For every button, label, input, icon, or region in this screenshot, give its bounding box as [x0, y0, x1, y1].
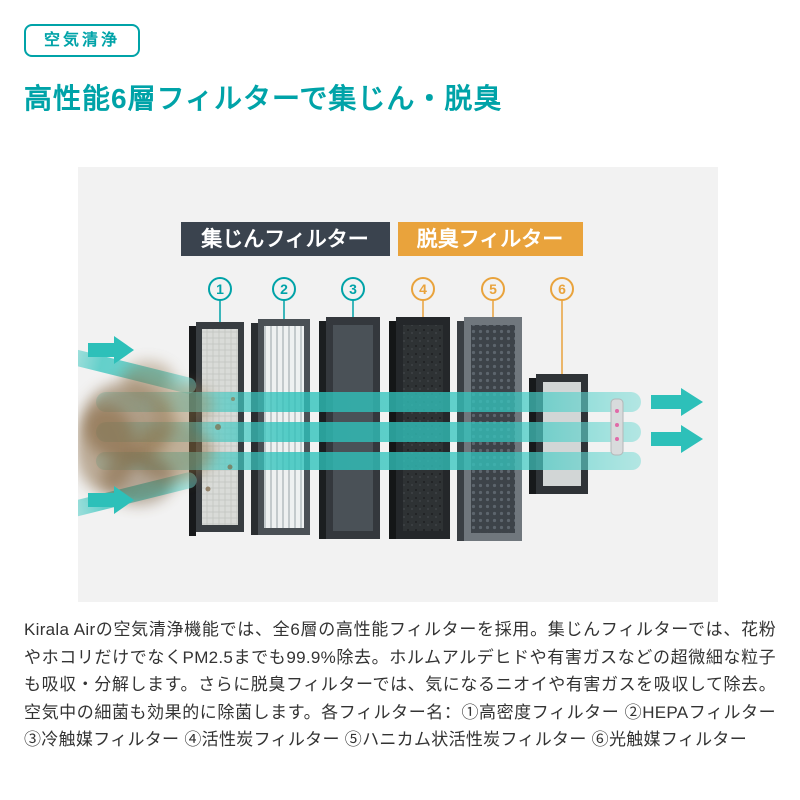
svg-text:2: 2	[280, 281, 288, 297]
airflow-stream-middle	[96, 422, 641, 443]
filter-number-6: 6	[550, 277, 574, 375]
svg-text:1: 1	[216, 281, 224, 297]
filter-number-3: 3	[341, 277, 365, 318]
ion-emitter	[610, 398, 624, 456]
outlet-arrow-top	[651, 388, 703, 417]
category-badge: 空気清浄	[24, 24, 141, 58]
deodorize-filter-label: 脱臭フィルター	[398, 222, 583, 257]
filter-number-2: 2	[272, 277, 296, 320]
outlet-arrows	[651, 388, 703, 454]
dust-filter-label-text: 集じんフィルター	[200, 227, 369, 251]
svg-text:3: 3	[349, 281, 357, 297]
outlet-arrow-bottom	[651, 425, 703, 454]
svg-text:5: 5	[489, 281, 497, 297]
airflow-stream-bottom	[96, 452, 641, 471]
airflow-stream-top	[96, 392, 641, 413]
description-text: Kirala Airの空気清浄機能では、全6層の高性能フィルターを採用。集じんフ…	[24, 620, 776, 750]
filter-number-4: 4	[411, 277, 435, 318]
dust-filter-label: 集じんフィルター	[181, 222, 390, 257]
inlet-arrow-bottom	[88, 486, 134, 515]
page-title: 高性能6層フィルターで集じん・脱臭	[24, 83, 503, 115]
inlet-arrows	[88, 336, 134, 515]
filter-number-5: 5	[481, 277, 505, 318]
airflow-streams	[50, 345, 641, 521]
filter-number-1: 1	[208, 277, 232, 323]
inlet-arrow-top	[88, 336, 134, 365]
svg-text:4: 4	[419, 281, 427, 297]
category-badge-label: 空気清浄	[44, 32, 121, 49]
filter-diagram-svg: 集じんフィルター 脱臭フィルター 1 2 3	[50, 167, 718, 603]
dust-cloud	[76, 361, 235, 506]
filter-diagram: 集じんフィルター 脱臭フィルター 1 2 3	[50, 167, 718, 603]
svg-text:6: 6	[558, 281, 566, 297]
deodorize-filter-label-text: 脱臭フィルター	[417, 227, 564, 251]
